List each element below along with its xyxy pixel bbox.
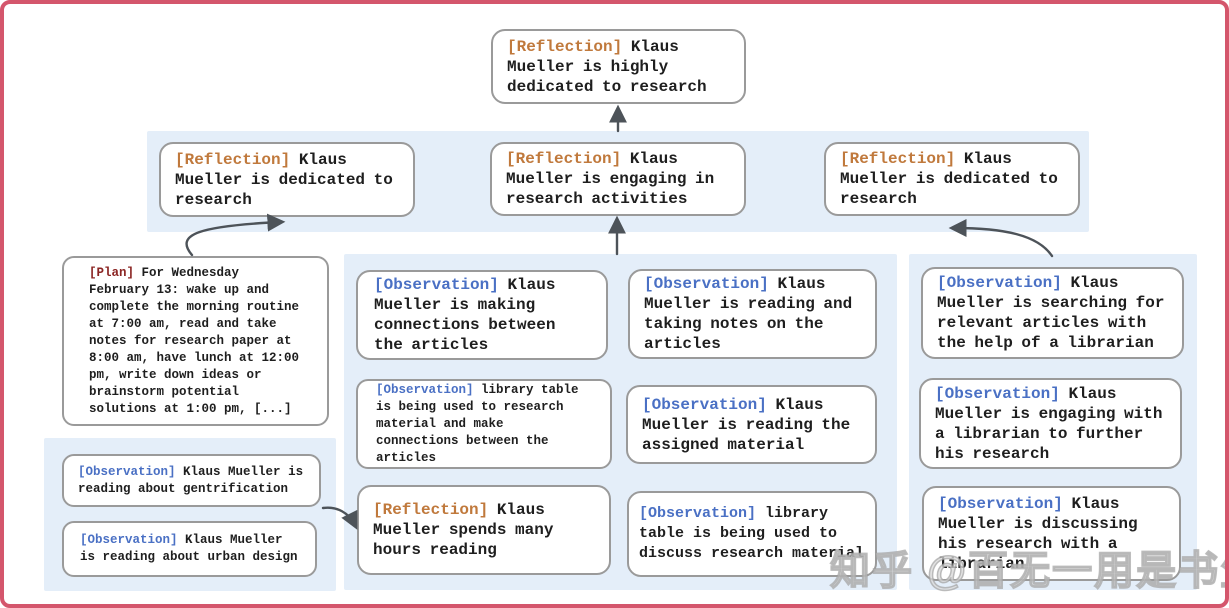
node-text: [Observation] Klaus Mueller is engaging … xyxy=(935,384,1166,464)
node-body: Klaus Mueller is reading the assigned ma… xyxy=(642,395,851,454)
node-text: [Plan] For Wednesday February 13: wake u… xyxy=(89,265,302,418)
node-body: Klaus Mueller is engaging in research ac… xyxy=(506,150,715,208)
node-obs-gentrification: [Observation] Klaus Mueller is reading a… xyxy=(62,454,321,507)
node-text: [Observation] Klaus Mueller is reading a… xyxy=(80,532,299,566)
node-body: Klaus Mueller is reading and taking note… xyxy=(644,275,853,353)
node-text: [Observation] Klaus Mueller is searching… xyxy=(937,273,1168,353)
node-text: [Reflection] Klaus Mueller is highly ded… xyxy=(507,37,730,97)
node-text: [Observation] Klaus Mueller is reading a… xyxy=(78,464,305,498)
node-text: [Observation] Klaus Mueller is discussin… xyxy=(938,494,1165,574)
node-obs-library-research: [Observation] library table is being use… xyxy=(356,379,612,469)
node-text: [Observation] Klaus Mueller is reading t… xyxy=(642,395,861,455)
reflection-tag: [Reflection] xyxy=(507,37,623,56)
observation-tag: [Observation] xyxy=(78,464,176,479)
observation-tag: [Observation] xyxy=(80,533,178,547)
node-body: Klaus Mueller is making connections betw… xyxy=(374,276,556,354)
observation-tag: [Observation] xyxy=(639,505,757,522)
observation-tag: [Observation] xyxy=(937,274,1062,292)
node-body: Klaus Mueller is discussing his research… xyxy=(938,494,1138,573)
node-obs-searching-articles: [Observation] Klaus Mueller is searching… xyxy=(921,267,1184,359)
reflection-tag: [Reflection] xyxy=(373,501,489,519)
reflection-tag: [Reflection] xyxy=(506,150,622,168)
node-obs-connections: [Observation] Klaus Mueller is making co… xyxy=(356,270,608,360)
node-obs-engaging-librarian: [Observation] Klaus Mueller is engaging … xyxy=(919,378,1182,469)
node-obs-assigned-material: [Observation] Klaus Mueller is reading t… xyxy=(626,385,877,464)
reflection-tag: [Reflection] xyxy=(840,150,956,168)
node-obs-library-discuss: [Observation] library table is being use… xyxy=(627,491,877,577)
plan-tag: [Plan] xyxy=(89,265,135,280)
node-body: Klaus Mueller is dedicated to research xyxy=(175,150,393,209)
node-body: Klaus Mueller is reading about urban des… xyxy=(80,533,298,564)
node-plan: [Plan] For Wednesday February 13: wake u… xyxy=(62,256,329,426)
node-body: Klaus Mueller is reading about gentrific… xyxy=(78,464,304,496)
node-body: library table is being used to discuss r… xyxy=(639,505,865,562)
node-reflection-hours-reading: [Reflection] Klaus Mueller spends many h… xyxy=(357,485,611,575)
observation-tag: [Observation] xyxy=(642,395,767,414)
observation-tag: [Observation] xyxy=(935,384,1060,403)
node-text: [Observation] library table is being use… xyxy=(376,382,592,467)
node-reflection-right: [Reflection] Klaus Mueller is dedicated … xyxy=(824,142,1080,216)
node-body: Klaus Mueller is engaging with a librari… xyxy=(935,384,1163,463)
node-reflection-left: [Reflection] Klaus Mueller is dedicated … xyxy=(159,142,415,217)
observation-tag: [Observation] xyxy=(374,276,499,294)
node-reflection-middle: [Reflection] Klaus Mueller is engaging i… xyxy=(490,142,746,216)
node-obs-discussing-librarian: [Observation] Klaus Mueller is discussin… xyxy=(922,486,1181,581)
observation-tag: [Observation] xyxy=(376,382,474,397)
node-obs-urban-design: [Observation] Klaus Mueller is reading a… xyxy=(62,521,317,577)
zhihu-watermark: 知乎 @百无一用是书生 xyxy=(829,548,1229,594)
node-body: library table is being used to research … xyxy=(376,382,579,465)
node-body: Klaus Mueller is highly dedicated to res… xyxy=(507,37,707,96)
node-body: For Wednesday February 13: wake up and c… xyxy=(89,265,300,416)
node-text: [Reflection] Klaus Mueller is engaging i… xyxy=(506,149,730,209)
node-text: [Reflection] Klaus Mueller is dedicated … xyxy=(175,150,399,210)
node-body: Klaus Mueller is dedicated to research xyxy=(840,150,1058,208)
arrow-rightband-to-r3 xyxy=(948,219,1054,258)
observation-tag: [Observation] xyxy=(938,494,1063,513)
node-body: Klaus Mueller is searching for relevant … xyxy=(937,274,1165,352)
node-text: [Observation] Klaus Mueller is making co… xyxy=(374,275,590,355)
node-text: [Reflection] Klaus Mueller is dedicated … xyxy=(840,149,1064,209)
node-body: Klaus Mueller spends many hours reading xyxy=(373,501,554,559)
node-root-reflection: [Reflection] Klaus Mueller is highly ded… xyxy=(491,29,746,104)
node-text: [Observation] Klaus Mueller is reading a… xyxy=(644,274,861,354)
node-text: [Observation] library table is being use… xyxy=(639,504,865,564)
node-text: [Reflection] Klaus Mueller spends many h… xyxy=(373,500,595,560)
observation-tag: [Observation] xyxy=(644,275,769,293)
reflection-tag: [Reflection] xyxy=(175,150,291,169)
node-obs-taking-notes: [Observation] Klaus Mueller is reading a… xyxy=(628,269,877,359)
